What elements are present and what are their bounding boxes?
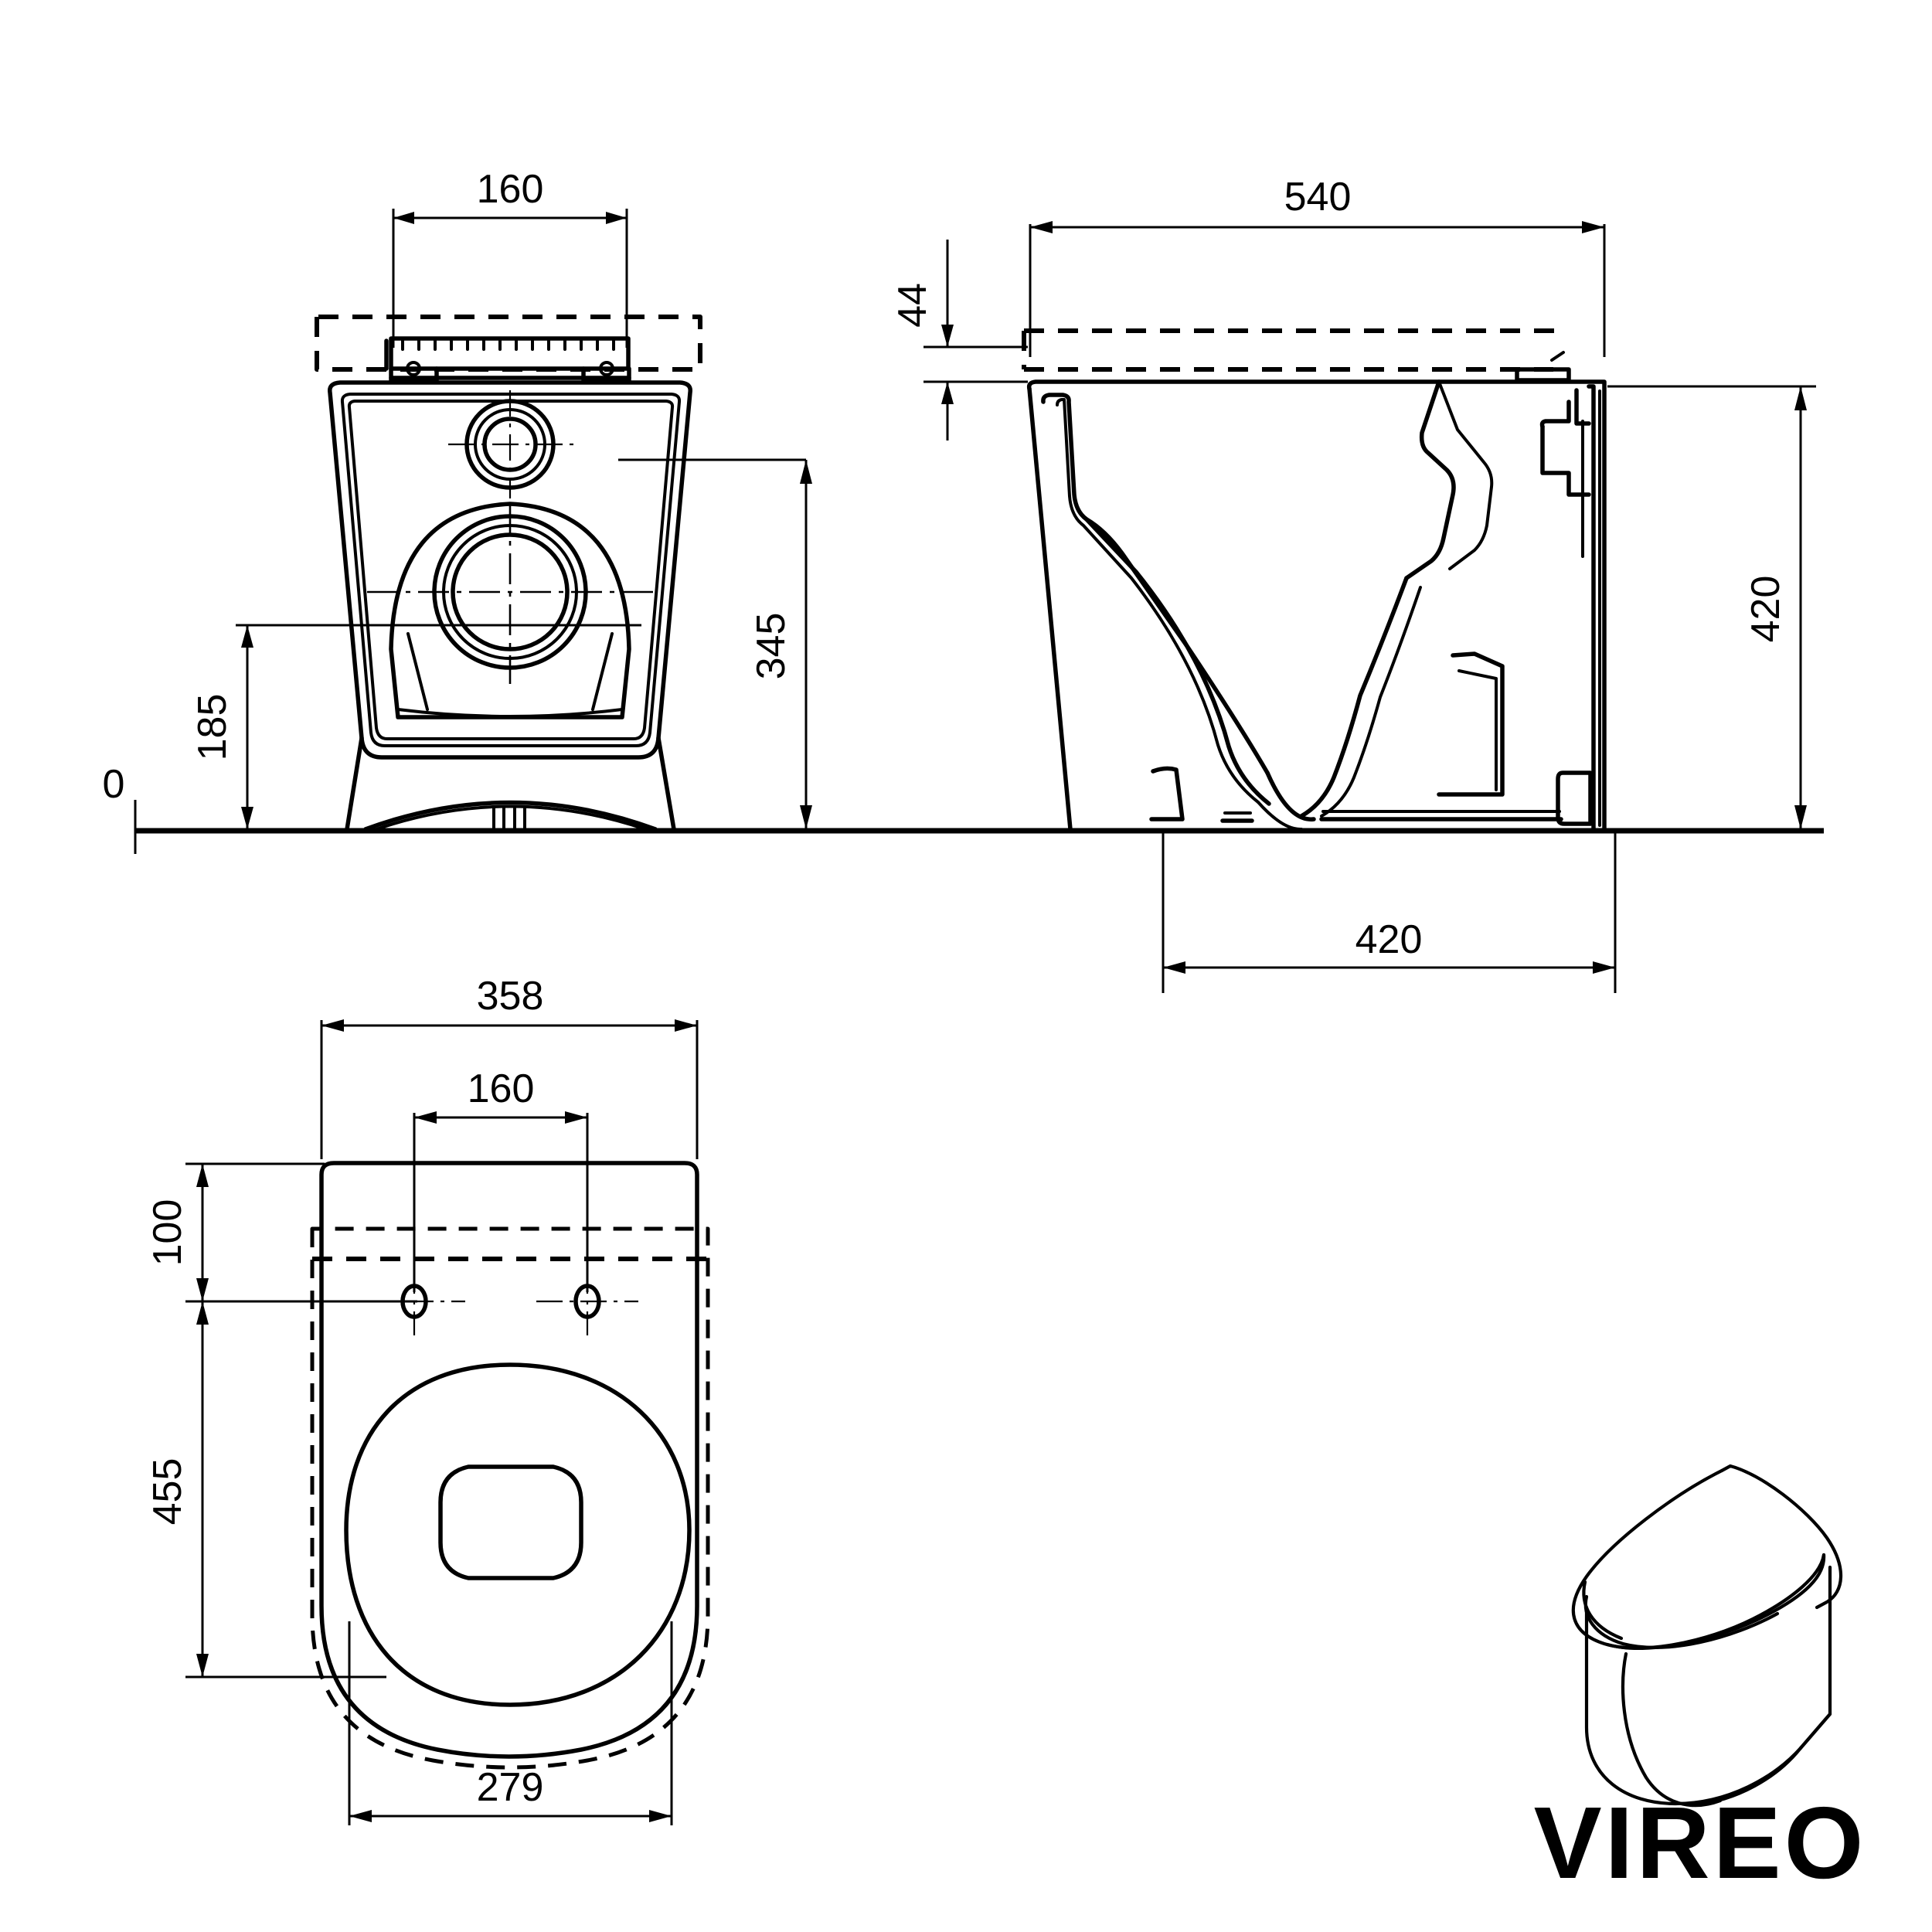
plan-bowl-rim xyxy=(344,1362,692,1707)
plan-dim-455-label: 455 xyxy=(145,1458,190,1526)
rear-outlet-port xyxy=(367,502,657,684)
rear-base-slots xyxy=(492,806,526,831)
rear-skirt-left xyxy=(345,736,364,832)
rear-hinge-pin-left xyxy=(406,361,421,376)
side-internal-shelf-2 xyxy=(1458,669,1498,791)
plan-dim-455: 455 xyxy=(145,1301,386,1679)
rear-lid-ribs xyxy=(401,338,615,351)
side-rim-profile xyxy=(1404,379,1456,580)
plan-dim-100: 100 xyxy=(145,1162,417,1303)
side-seat-hidden-outline xyxy=(1022,328,1560,372)
iso-lid-lower-edge xyxy=(1621,1611,1780,1649)
iso-lid-top-right-edge xyxy=(1719,1464,1843,1610)
rear-dim-160-label: 160 xyxy=(477,167,544,212)
plan-dim-279-label: 279 xyxy=(477,1765,544,1810)
side-wall-boss-lower xyxy=(1556,770,1593,826)
rear-shroud-lower-edge xyxy=(396,708,624,718)
side-internal-shelf xyxy=(1437,651,1505,797)
side-hinge-tail xyxy=(1550,351,1565,362)
side-dim-420-depth-label: 420 xyxy=(1355,917,1423,962)
ground-baseline-group xyxy=(134,800,1824,854)
rear-dim-345-label: 345 xyxy=(749,613,794,680)
side-section-view xyxy=(1022,328,1607,832)
side-wall-bracket-top xyxy=(1539,400,1571,429)
plan-top-view xyxy=(310,1161,710,1770)
side-front-skirt-outer xyxy=(1027,386,1073,832)
rear-elevation-view xyxy=(315,315,702,832)
rear-body-inner-outline xyxy=(340,393,682,747)
isometric-product-view xyxy=(1571,1464,1843,1808)
plan-dim-358: 358 xyxy=(320,974,699,1159)
side-hinge-block xyxy=(1515,367,1571,383)
rear-dim-185: 185 xyxy=(190,624,641,829)
side-dim-44-label: 44 xyxy=(890,283,935,328)
side-bowl-bottom-outer xyxy=(1265,770,1316,821)
side-dim-420-height: 420 xyxy=(1607,385,1816,829)
side-trap-wall-right-2 xyxy=(1320,586,1422,818)
rear-base-arch-inner xyxy=(375,804,647,831)
side-front-inner-wall-2 xyxy=(1056,398,1260,804)
rear-outlet-shroud xyxy=(389,502,631,719)
brand-wordmark: VIREO xyxy=(1534,1786,1867,1900)
rear-seat-hidden-outline xyxy=(315,315,702,372)
side-dim-44: 44 xyxy=(890,240,1028,440)
rear-shroud-rib-right xyxy=(591,632,614,711)
side-dim-540: 540 xyxy=(1029,175,1606,357)
iso-body-front-shading xyxy=(1621,1651,1723,1808)
rear-lid-plate xyxy=(389,336,631,371)
side-body-top-and-back xyxy=(1026,379,1607,832)
iso-body-back-fold xyxy=(1798,1712,1832,1750)
iso-lid-top-front-edge xyxy=(1605,1553,1826,1650)
iso-lid-top-outline xyxy=(1571,1468,1826,1650)
plan-dim-358-label: 358 xyxy=(477,974,544,1019)
plan-dim-100-label: 100 xyxy=(145,1199,190,1267)
plan-dim-160: 160 xyxy=(413,1066,589,1292)
side-dim-540-label: 540 xyxy=(1284,175,1352,219)
rear-dim-185-label: 185 xyxy=(190,694,235,761)
side-wall-plate-outer xyxy=(1587,384,1596,832)
rear-dim-345: 345 xyxy=(618,458,812,829)
side-dim-420-height-label: 420 xyxy=(1743,576,1788,643)
rear-flush-inlet-port xyxy=(448,390,576,498)
side-dim-420-depth: 420 xyxy=(1162,833,1617,993)
rear-skirt-right xyxy=(656,736,676,832)
side-bowl-bottom-inner xyxy=(1257,801,1303,832)
rear-hinge-pin-right xyxy=(599,361,614,376)
rear-shroud-rib-left xyxy=(406,632,429,711)
side-trap-wall-right xyxy=(1299,576,1409,818)
plan-dim-279: 279 xyxy=(348,1621,673,1825)
plan-dim-160-label: 160 xyxy=(468,1066,535,1111)
side-rim-profile-2 xyxy=(1437,380,1494,570)
side-wall-boss-upper xyxy=(1574,388,1591,426)
side-front-foot xyxy=(1149,766,1185,821)
rear-body-inner-outline-2 xyxy=(347,400,675,740)
rear-dim-160: 160 xyxy=(392,167,628,348)
plan-seat-outline xyxy=(319,1161,699,1759)
datum-zero-label: 0 xyxy=(103,762,125,807)
rear-base-arch-outer xyxy=(363,800,658,832)
iso-lid-left-thickness-2 xyxy=(1582,1580,1624,1641)
side-bowl-wall-left xyxy=(1084,517,1270,775)
iso-body-bottom-edge xyxy=(1690,1746,1803,1808)
side-wall-bracket-body xyxy=(1540,424,1591,497)
plan-pan-hidden-outline xyxy=(310,1226,710,1770)
plan-inner-aperture xyxy=(438,1464,583,1580)
